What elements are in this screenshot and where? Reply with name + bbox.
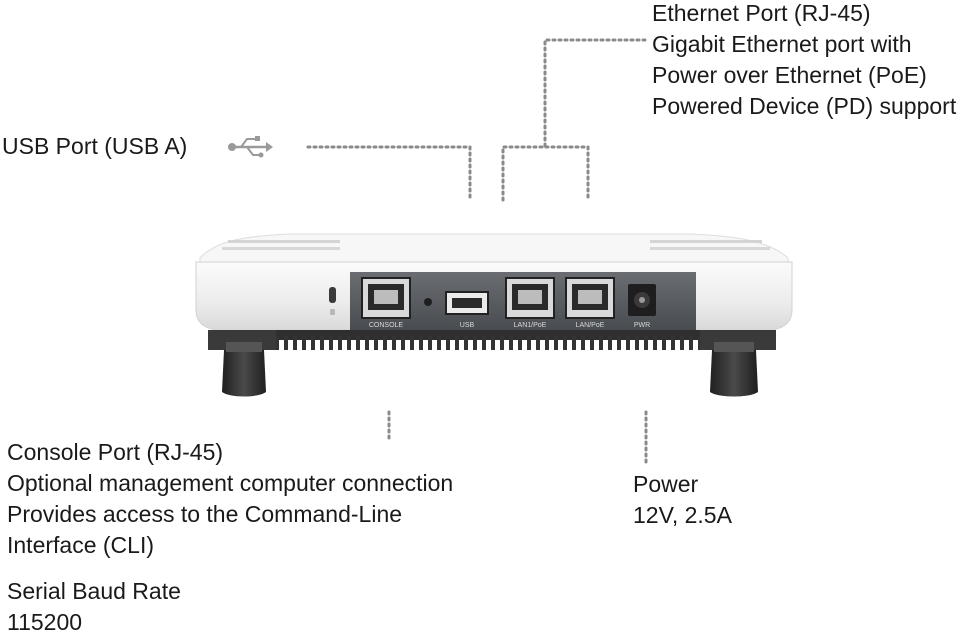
cooling-fin	[536, 336, 540, 350]
cooling-fin	[617, 336, 621, 350]
label-line: Gigabit Ethernet port with	[652, 31, 912, 57]
cooling-fin	[500, 336, 504, 350]
cooling-fin	[509, 336, 513, 350]
cooling-fin	[383, 336, 387, 350]
device-top-shell	[199, 233, 789, 266]
cooling-fin	[410, 336, 414, 350]
label-line: 115200	[7, 609, 83, 635]
label-line: Power	[633, 471, 699, 497]
console-port-label: Console Port (RJ-45) Optional management…	[7, 437, 453, 561]
cooling-fin	[671, 336, 675, 350]
ethernet-leader-line	[501, 38, 647, 202]
console-port-icon	[361, 277, 411, 319]
cooling-fin	[689, 336, 693, 350]
cooling-fin	[446, 336, 450, 350]
label-line: Power over Ethernet (PoE)	[652, 62, 927, 88]
cooling-fin	[527, 336, 531, 350]
label-line: Provides access to the Command-Line	[7, 501, 403, 527]
lan2-port-icon	[565, 277, 615, 319]
cooling-fin	[329, 336, 333, 350]
label-line: Optional management computer connection	[7, 470, 454, 496]
cooling-fin	[419, 336, 423, 350]
cooling-fin	[644, 336, 648, 350]
cooling-fin	[563, 336, 567, 350]
cooling-fin	[392, 336, 396, 350]
cooling-fin	[275, 336, 279, 350]
reset-button-icon	[424, 298, 432, 306]
cooling-fin	[626, 336, 630, 350]
cooling-fin	[581, 336, 585, 350]
port-label-lan1: LAN1/PoE	[514, 322, 547, 329]
cooling-fins	[262, 330, 708, 350]
cooling-fin	[653, 336, 657, 350]
cooling-fin	[401, 336, 405, 350]
cooling-fin	[680, 336, 684, 350]
port-label-console: CONSOLE	[369, 322, 404, 329]
cooling-fin	[284, 336, 288, 350]
cooling-fin	[572, 336, 576, 350]
cooling-fin	[545, 336, 549, 350]
cooling-fin	[374, 336, 378, 350]
label-line: Powered Device (PD) support	[652, 93, 957, 119]
cooling-fin	[338, 336, 342, 350]
cooling-fin	[608, 336, 612, 350]
ethernet-port-label: Ethernet Port (RJ-45) Gigabit Ethernet p…	[652, 0, 956, 122]
cooling-fin	[599, 336, 603, 350]
cooling-fin	[428, 336, 432, 350]
power-label: Power 12V, 2.5A	[633, 469, 732, 531]
lock-slot-icon	[329, 287, 336, 303]
vent-holes	[222, 240, 770, 250]
right-foot	[700, 330, 776, 397]
port-label-lan2: LAN/PoE	[576, 322, 605, 329]
cooling-fin	[302, 336, 306, 350]
cooling-fin	[293, 336, 297, 350]
left-foot	[208, 330, 276, 397]
cooling-fin	[311, 336, 315, 350]
usb-symbol-icon	[228, 136, 273, 158]
cooling-fin	[635, 336, 639, 350]
cooling-fin	[482, 336, 486, 350]
access-point-device: CONSOLE USB LAN1/PoE LAN/PoE PWR	[195, 233, 793, 397]
cooling-fin	[347, 336, 351, 350]
cooling-fin	[437, 336, 441, 350]
serial-baud-rate-label: Serial Baud Rate 115200	[7, 576, 181, 638]
cooling-fin	[518, 336, 522, 350]
usb-port-label: USB Port (USB A)	[2, 131, 187, 162]
cooling-fin	[320, 336, 324, 350]
cooling-fin	[464, 336, 468, 350]
power-jack-icon	[628, 284, 656, 316]
label-line: 12V, 2.5A	[633, 502, 732, 528]
usb-leader-line	[306, 145, 472, 202]
cooling-fin	[356, 336, 360, 350]
cooling-fin	[554, 336, 558, 350]
lan1-port-icon	[505, 277, 555, 319]
label-line: Ethernet Port (RJ-45)	[652, 0, 871, 26]
cooling-fin	[365, 336, 369, 350]
label-line: USB Port (USB A)	[2, 133, 188, 159]
cooling-fin	[455, 336, 459, 350]
cooling-fin	[590, 336, 594, 350]
label-line: Interface (CLI)	[7, 532, 154, 558]
cooling-fin	[473, 336, 477, 350]
port-label-power: PWR	[634, 322, 650, 329]
label-line: Console Port (RJ-45)	[7, 439, 224, 465]
cooling-fin	[662, 336, 666, 350]
usb-port-icon	[445, 291, 489, 315]
label-line: Serial Baud Rate	[7, 578, 181, 604]
port-label-usb: USB	[460, 322, 475, 329]
cooling-fin	[491, 336, 495, 350]
